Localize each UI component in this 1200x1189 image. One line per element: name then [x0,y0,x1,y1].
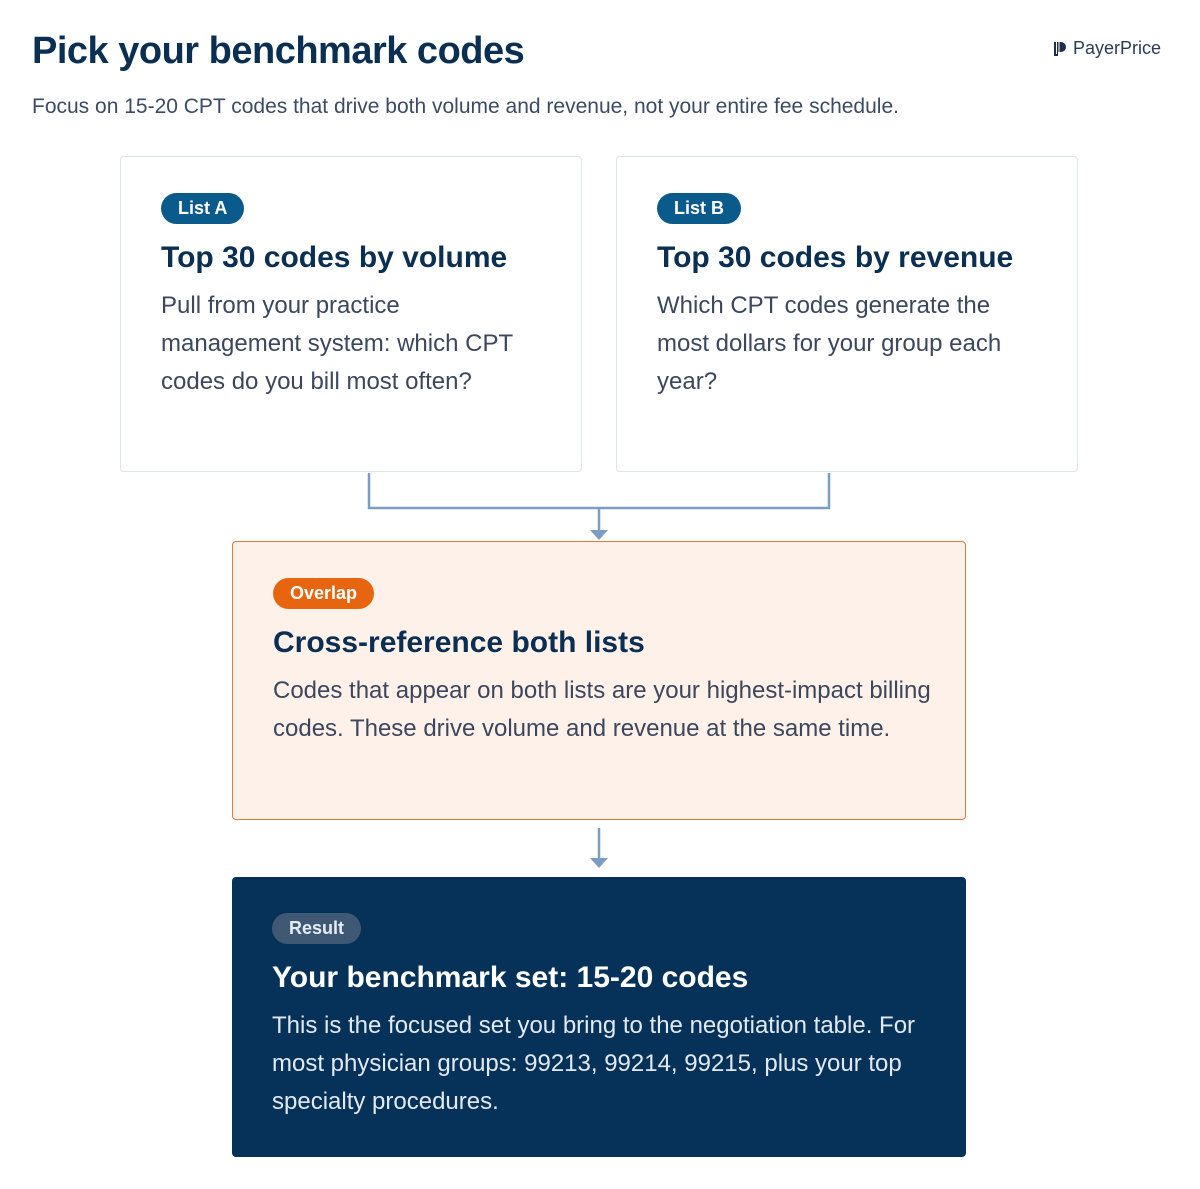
connector-list-a [367,473,599,510]
result-text: This is the focused set you bring to the… [272,1012,916,1115]
arrow-head-icon [590,858,608,868]
page-title: Pick your benchmark codes [32,30,525,72]
connector-list-b [599,473,831,510]
page-subtitle: Focus on 15-20 CPT codes that drive both… [32,95,899,118]
list-b-card: List B Top 30 codes by revenue Which CPT… [616,156,1078,472]
result-title: Your benchmark set: 15-20 codes [272,961,749,994]
list-a-title: Top 30 codes by volume [161,241,508,274]
brand-name: PayerPrice [1072,38,1161,58]
result-badge: Result [272,913,362,944]
arrow-head-icon [590,530,608,540]
overlap-text: Codes that appear on both lists are your… [273,677,931,742]
payerprice-logo-icon [1053,41,1066,56]
result-card: Result Your benchmark set: 15-20 codes T… [232,877,966,1157]
list-b-badge: List B [657,193,742,224]
list-a-badge: List A [161,193,245,224]
list-a-card: List A Top 30 codes by volume Pull from … [120,156,582,472]
brand: PayerPrice [1053,38,1161,59]
list-b-title: Top 30 codes by revenue [657,241,1014,274]
list-a-text: Pull from your practice management syste… [161,292,513,395]
overlap-badge: Overlap [273,578,375,609]
overlap-title: Cross-reference both lists [273,626,645,659]
overlap-card: Overlap Cross-reference both lists Codes… [232,541,966,820]
list-b-text: Which CPT codes generate the most dollar… [657,292,1002,395]
